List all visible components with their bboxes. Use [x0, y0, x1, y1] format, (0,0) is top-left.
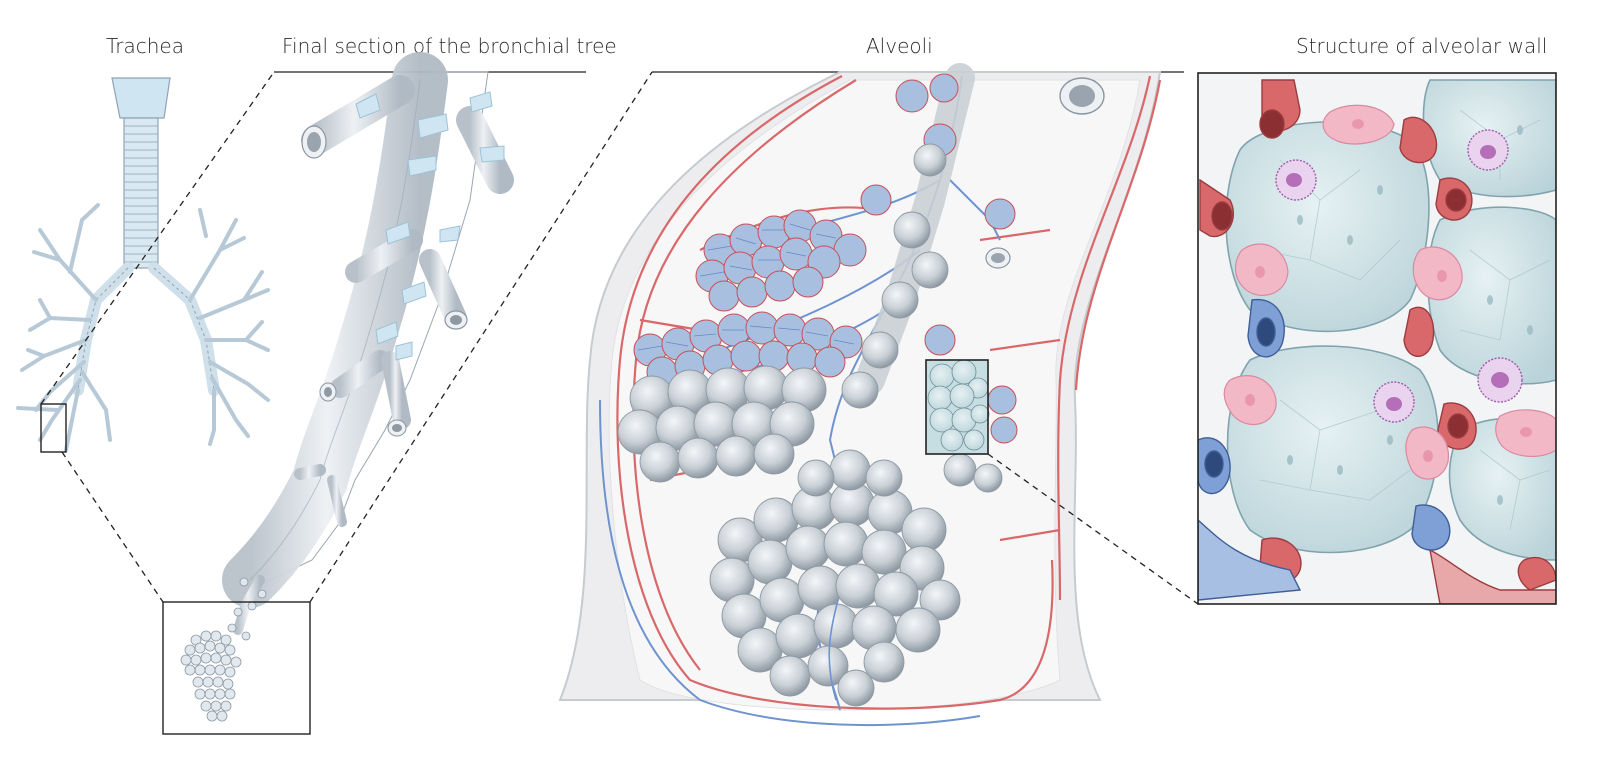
zoom-box-3 [925, 359, 990, 455]
zoom-connectors-1 [40, 71, 275, 603]
alveolar-sac-small [180, 630, 242, 722]
alveolar-clusters [617, 143, 1003, 707]
zoom-box-1 [40, 403, 67, 453]
alveoli-title: Alveoli [866, 34, 933, 58]
capillaries-blue [1198, 298, 1451, 601]
bronchial-tree-illustration [162, 52, 586, 735]
bronchial-tree-title: Final section of the bronchial tree [282, 34, 617, 58]
alveolar-wall-illustration [1197, 72, 1557, 605]
capillary-clusters [633, 73, 1018, 444]
wall-frame [1197, 72, 1557, 605]
arteries [616, 75, 1162, 710]
alveoli-illustration [558, 63, 1184, 727]
trachea-title: Trachea [106, 34, 184, 58]
type-ii-cells [1223, 104, 1556, 480]
alveolar-wall-title: Structure of alveolar wall [1296, 34, 1548, 58]
alveolar-macrophages [1275, 129, 1523, 423]
capillaries-red [1199, 79, 1556, 604]
trachea-illustration [16, 77, 270, 453]
zoom-box-2 [162, 601, 311, 735]
